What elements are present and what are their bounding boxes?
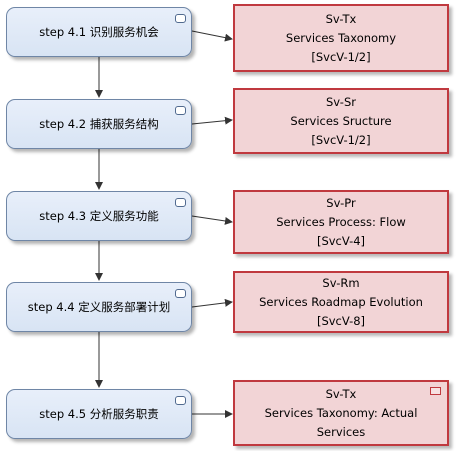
view-code: Sv-Tx [325, 386, 357, 401]
step-box-4-2[interactable]: step 4.2 捕获服务结构 [6, 99, 192, 149]
view-name: Services Roadmap Evolution [259, 294, 423, 309]
rounded-rectangle-icon [175, 198, 186, 207]
rounded-rectangle-icon [175, 289, 186, 298]
view-code: Sv-Rm [322, 275, 360, 290]
output-arrow-1 [191, 30, 233, 42]
step-label: step 4.5 分析服务职责 [39, 407, 159, 421]
view-name: Services Taxonomy [285, 30, 397, 45]
view-box-sv-tx-actual[interactable]: Sv-Tx Services Taxonomy: Actual Services [233, 380, 449, 446]
view-ref: [SvcV-1/2] [311, 49, 371, 64]
view-box-sv-rm[interactable]: Sv-Rm Services Roadmap Evolution [SvcV-8… [233, 271, 449, 333]
view-box-sv-tx[interactable]: Sv-Tx Services Taxonomy [SvcV-1/2] [233, 4, 449, 72]
view-name: Services Sructure [290, 113, 392, 128]
view-code: Sv-Sr [326, 94, 356, 109]
output-arrow-3 [191, 215, 233, 225]
step-box-4-1[interactable]: step 4.1 识别服务机会 [6, 7, 192, 57]
rectangle-icon [430, 387, 441, 395]
step-box-4-4[interactable]: step 4.4 定义服务部署计划 [6, 282, 192, 332]
step-label: step 4.3 定义服务功能 [39, 209, 159, 223]
output-arrow-2 [191, 116, 233, 125]
view-name: Services Taxonomy: Actual [264, 405, 418, 420]
step-label: step 4.4 定义服务部署计划 [27, 300, 171, 314]
view-code: Sv-Tx [325, 11, 357, 26]
step-label: step 4.2 捕获服务结构 [39, 117, 159, 131]
rounded-rectangle-icon [175, 396, 186, 405]
view-code: Sv-Pr [326, 195, 356, 210]
view-name: Services Process: Flow [276, 214, 406, 229]
view-box-sv-sr[interactable]: Sv-Sr Services Sructure [SvcV-1/2] [233, 88, 449, 154]
view-ref: [SvcV-1/2] [311, 132, 371, 147]
rounded-rectangle-icon [175, 14, 186, 23]
view-box-sv-pr[interactable]: Sv-Pr Services Process: Flow [SvcV-4] [233, 190, 449, 254]
output-arrow-4 [191, 298, 233, 308]
step-label: step 4.1 识别服务机会 [39, 25, 159, 39]
view-ref: [SvcV-8] [316, 313, 366, 328]
step-box-4-3[interactable]: step 4.3 定义服务功能 [6, 191, 192, 241]
rounded-rectangle-icon [175, 106, 186, 115]
step-box-4-5[interactable]: step 4.5 分析服务职责 [6, 389, 192, 439]
view-ref: [SvcV-4] [316, 233, 366, 248]
view-ref: Services [316, 424, 366, 439]
